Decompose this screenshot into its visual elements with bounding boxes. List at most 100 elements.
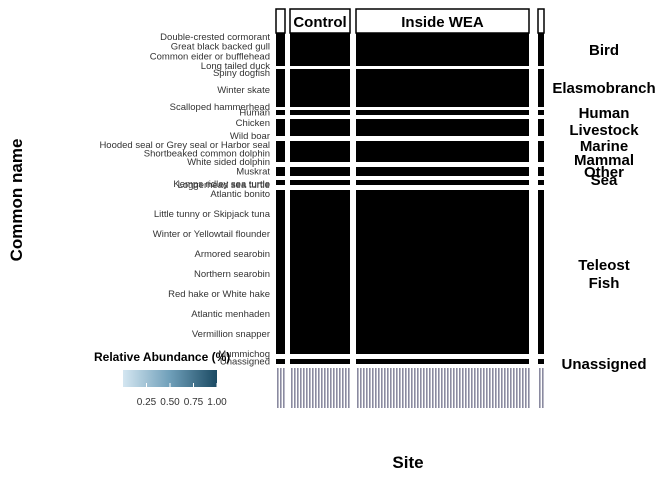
x-tick-label — [324, 368, 326, 408]
x-tick-label — [474, 368, 476, 408]
x-tick-label — [539, 368, 541, 408]
x-tick-label — [300, 368, 302, 408]
x-tick-label — [321, 368, 323, 408]
x-tick-label — [336, 368, 338, 408]
row-label: Muskrat — [236, 167, 270, 178]
x-tick-label — [339, 368, 341, 408]
row-label: Great black backed gull — [171, 42, 270, 53]
row-strip-label: Human — [579, 105, 630, 122]
column-strip — [537, 8, 545, 34]
y-axis-title: Common name — [7, 139, 26, 262]
x-tick-label — [501, 368, 503, 408]
legend-colorbar — [123, 370, 217, 387]
x-tick-label — [486, 368, 488, 408]
row-label: White sided dolphin — [187, 157, 270, 168]
x-tick-label — [333, 368, 335, 408]
row-strip-label: Elasmobranch — [552, 80, 655, 97]
heatmap-tile — [538, 69, 544, 107]
x-tick-label — [489, 368, 491, 408]
x-tick-label — [444, 368, 446, 408]
x-tick-label — [450, 368, 452, 408]
x-tick-label — [426, 368, 428, 408]
x-tick-label — [366, 368, 368, 408]
x-tick-label — [453, 368, 455, 408]
x-tick-label — [456, 368, 458, 408]
row-strip — [552, 110, 660, 115]
row-label: Hooded seal or Grey seal or Harbor seal — [99, 140, 270, 151]
row-strip — [552, 167, 660, 176]
x-tick-label — [498, 368, 500, 408]
legend-tick-label: 0.25 — [137, 397, 157, 408]
heatmap-tile — [356, 110, 529, 115]
heatmap-tile — [538, 190, 544, 354]
x-tick-label — [519, 368, 521, 408]
x-tick-label — [459, 368, 461, 408]
x-tick-label — [516, 368, 518, 408]
heatmap-tile — [356, 33, 529, 66]
heatmap-tile — [290, 33, 350, 66]
heatmap-tile — [290, 190, 350, 354]
x-tick-label — [429, 368, 431, 408]
x-tick-label — [330, 368, 332, 408]
heatmap-tile — [276, 69, 285, 107]
heatmap-tile — [290, 119, 350, 136]
x-tick-label — [507, 368, 509, 408]
x-tick-label — [381, 368, 383, 408]
heatmap-tile — [290, 167, 350, 176]
x-tick-label — [528, 368, 530, 408]
x-tick-label — [318, 368, 320, 408]
row-label: Unassigned — [220, 357, 270, 368]
x-tick-label — [468, 368, 470, 408]
row-label: Chicken — [236, 118, 270, 129]
x-tick-label — [283, 368, 285, 408]
x-tick-label — [384, 368, 386, 408]
x-tick-label — [441, 368, 443, 408]
x-tick-label — [387, 368, 389, 408]
heatmap-tile — [538, 359, 544, 364]
column-strip — [289, 8, 351, 34]
row-label: Winter or Yellowtail flounder — [153, 229, 270, 240]
x-tick-label — [471, 368, 473, 408]
row-label: Atlantic menhaden — [191, 309, 270, 320]
heatmap-tile — [356, 190, 529, 354]
row-label: Spiny dogfish — [213, 68, 270, 79]
x-tick-label — [480, 368, 482, 408]
x-tick-label — [277, 368, 279, 408]
x-tick-label — [291, 368, 293, 408]
row-label: Long tailed duck — [201, 61, 270, 72]
x-tick-label — [435, 368, 437, 408]
x-tick-label — [306, 368, 308, 408]
x-tick-label — [375, 368, 377, 408]
x-tick-label — [342, 368, 344, 408]
row-strip — [552, 33, 660, 66]
row-label: Double-crested cormorant — [160, 32, 270, 43]
row-label: Winter skate — [217, 85, 270, 96]
x-axis-title: Site — [392, 453, 423, 472]
row-strip — [552, 141, 660, 162]
x-tick-label — [420, 368, 422, 408]
x-tick-label — [309, 368, 311, 408]
heatmap-tile — [276, 190, 285, 354]
row-label: Common eider or bufflehead — [150, 51, 270, 62]
x-tick-label — [513, 368, 515, 408]
x-tick-label — [477, 368, 479, 408]
x-tick-label — [405, 368, 407, 408]
legend-tick-label: 0.50 — [160, 397, 180, 408]
x-tick-label — [393, 368, 395, 408]
row-strip — [552, 359, 660, 364]
row-strip-label: Mammal — [574, 152, 634, 169]
row-strip-label: Unassigned — [561, 356, 646, 373]
heatmap-tile — [276, 119, 285, 136]
heatmap-tile — [538, 180, 544, 185]
row-label: Wild boar — [230, 131, 270, 142]
x-tick-label — [462, 368, 464, 408]
row-strip — [552, 119, 660, 136]
x-tick-label — [357, 368, 359, 408]
heatmap-tile — [290, 141, 350, 162]
heatmap-tile — [290, 180, 350, 185]
heatmap-tile — [276, 180, 285, 185]
row-strip-label: Fish — [589, 275, 620, 292]
x-tick-label — [522, 368, 524, 408]
